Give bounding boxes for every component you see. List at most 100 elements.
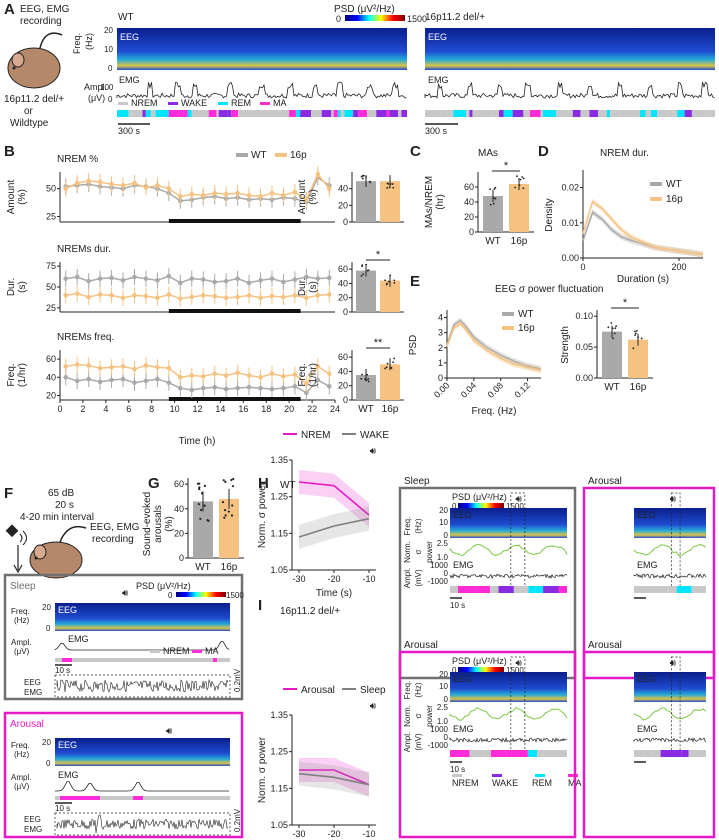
y-axis-label: power (425, 541, 434, 563)
hypnogram-segment (238, 110, 242, 117)
data-point (155, 376, 160, 382)
svg-text:20: 20 (104, 26, 113, 35)
bar-dot (198, 487, 201, 491)
panel-b-legend: WT 16p (236, 150, 307, 161)
hypnogram-segment (667, 110, 674, 117)
y-axis-label: Freq. (6, 363, 17, 386)
y-axis-label: Amount (6, 180, 17, 215)
bar-dot (489, 203, 492, 206)
panel-f-letter: F (4, 485, 13, 502)
emg-trace-wt (116, 81, 407, 99)
emg-trace-del (424, 81, 715, 99)
data-point (269, 386, 275, 392)
data-point (246, 193, 252, 198)
y-axis-label: MAs/NREM (424, 176, 435, 228)
y-tick-label: 20 (338, 293, 348, 303)
bar-dot (611, 327, 614, 330)
hypnogram-segment (269, 110, 281, 117)
hypnogram-segment (358, 110, 367, 117)
panel-d-title: NREM dur. (600, 148, 649, 159)
scale-label-a-del: 300 s (425, 126, 448, 136)
data-point (200, 385, 206, 391)
svg-text:0.2mV: 0.2mV (233, 668, 242, 692)
hypnogram-segment (619, 110, 630, 117)
data-point (326, 275, 332, 281)
hypnogram-segment (696, 110, 706, 117)
svg-text:REM: REM (532, 778, 552, 788)
hypnogram-segment (191, 110, 203, 117)
y-tick-label: 60 (174, 479, 184, 489)
svg-text:EMG: EMG (24, 825, 42, 834)
x-tick-label: -10 (362, 829, 375, 839)
series-line-16p (65, 292, 330, 300)
bar-WT (193, 501, 213, 558)
data-point (281, 279, 286, 285)
data-point (86, 278, 91, 284)
freq-axis-f1: Freq. (Hz) 20 0 (11, 603, 51, 633)
hypnogram-segment (650, 586, 669, 593)
speaker-icon: 🔊︎ (516, 658, 523, 669)
hypnogram-segment (696, 750, 706, 757)
speaker-icon-f2: 🔊︎ (166, 726, 173, 737)
data-point (246, 373, 252, 378)
svg-text:Freq.: Freq. (11, 607, 30, 616)
hypnogram-segment (145, 110, 151, 117)
bar-dot (386, 187, 389, 189)
hypnogram-segment (289, 110, 296, 117)
svg-text:EEG: EEG (58, 605, 77, 615)
hypnogram-segment (386, 110, 390, 117)
panel-d-letter: D (538, 143, 549, 160)
y-axis-label: (mV) (414, 569, 423, 587)
y-tick-label: 50 (46, 184, 56, 194)
hypnogram-segment (472, 110, 482, 117)
data-point (292, 293, 298, 298)
sig-star: * (504, 160, 509, 172)
data-point (269, 371, 275, 376)
x-tick-label: 0.04 (459, 380, 478, 399)
svg-text:20 s: 20 s (55, 500, 74, 511)
data-point (269, 293, 275, 299)
hypnogram-segment (367, 110, 377, 117)
data-point (109, 377, 114, 383)
bar-dot (492, 202, 495, 205)
panel-f-recording-2: recording (92, 534, 134, 545)
hypnogram-segment (660, 750, 682, 757)
speaker-icon: 🔊︎ (370, 446, 377, 457)
y-axis-label: (1/hr) (17, 363, 28, 387)
series-line-WT (65, 275, 330, 284)
data-point (166, 273, 172, 279)
bar-16p (380, 280, 400, 312)
svg-text:100: 100 (100, 83, 114, 92)
data-point (178, 374, 183, 380)
bar-dot (199, 517, 202, 520)
data-point (86, 363, 91, 368)
data-point (63, 364, 69, 369)
hypnogram-segment (450, 586, 458, 593)
hypnogram-segment (556, 110, 563, 117)
hypnogram-segment (580, 110, 590, 117)
hypnogram-segment (651, 750, 661, 757)
data-point (97, 292, 103, 297)
hypnogram-segment (490, 586, 499, 593)
data-point (120, 364, 126, 369)
data-point (143, 276, 149, 281)
data-point (315, 276, 321, 281)
eeg-zoom-trace-f-arousal (56, 814, 229, 834)
bar-dot (223, 509, 227, 512)
panel-f-arousal-title: Arousal (10, 719, 44, 730)
bar-dot (516, 175, 518, 178)
data-point (200, 374, 206, 379)
hypnogram-segment (311, 110, 322, 117)
hypnogram-segment (463, 110, 467, 117)
y-tick-label: 0 (444, 695, 449, 704)
hypnogram-segment (496, 110, 499, 117)
emg-label: EMG (637, 560, 658, 570)
bar-dot (200, 508, 203, 512)
svg-text:(Hz): (Hz) (14, 616, 29, 625)
data-point (155, 364, 160, 370)
data-point (189, 294, 195, 300)
bar-category: WT (604, 382, 620, 393)
bar-dot (203, 484, 207, 487)
